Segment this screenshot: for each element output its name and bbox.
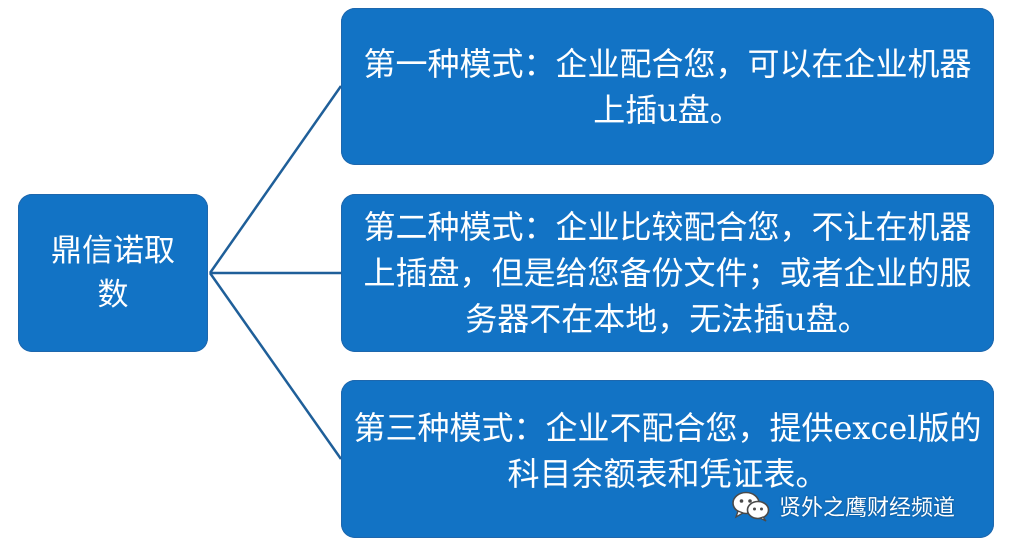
root-node: 鼎信诺取数 [18, 194, 208, 352]
branch-node-3-label: 第三种模式：企业不配合您，提供excel版的科目余额表和凭证表。 [353, 409, 982, 493]
wechat-icon [732, 491, 770, 522]
branch-node-2: 第二种模式：企业比较配合您，不让在机器上插盘，但是给您备份文件；或者企业的服务器… [341, 194, 994, 352]
watermark: 贤外之鹰财经频道 [731, 486, 955, 526]
root-node-label: 鼎信诺取数 [51, 233, 175, 313]
branch-node-2-label: 第二种模式：企业比较配合您，不让在机器上插盘，但是给您备份文件；或者企业的服务器… [363, 208, 972, 338]
branch-node-1-label: 第一种模式：企业配合您，可以在企业机器上插u盘。 [363, 44, 972, 129]
branch-node-1: 第一种模式：企业配合您，可以在企业机器上插u盘。 [341, 8, 994, 165]
connector-to-branch-1 [208, 85, 343, 274]
watermark-text: 贤外之鹰财经频道 [779, 496, 956, 521]
connector-to-branch-3 [208, 272, 343, 460]
branch-node-3: 第三种模式：企业不配合您，提供excel版的科目余额表和凭证表。 [341, 380, 994, 538]
